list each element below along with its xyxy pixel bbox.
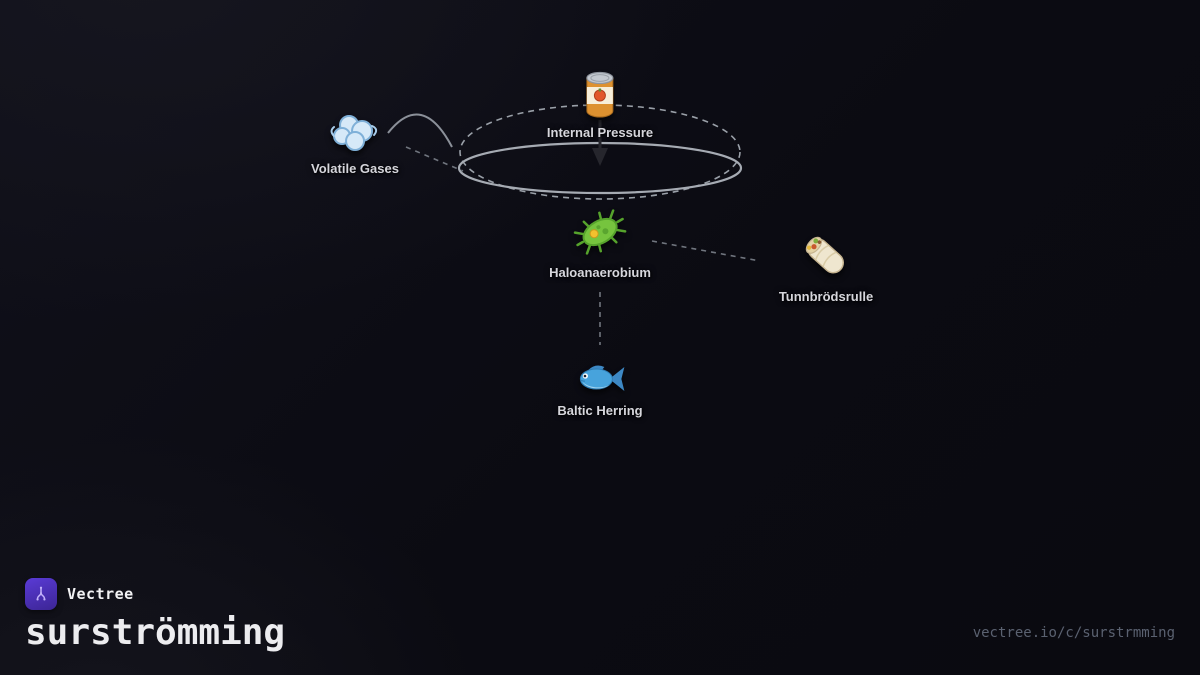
node-label: Haloanaerobium: [549, 265, 651, 280]
node-label: Tunnbrödsrulle: [778, 289, 874, 304]
microbe-wrap-connector: [651, 240, 761, 262]
node-label: Baltic Herring: [557, 403, 643, 418]
canned-food-icon: [579, 70, 621, 120]
wrap-icon: [798, 228, 854, 284]
brand-name: Vectree: [67, 585, 134, 603]
gas-arc-connector: [387, 113, 453, 148]
page-title: surströmming: [25, 612, 286, 653]
node-label: Internal Pressure: [546, 125, 654, 140]
pressure-arrow-head: [592, 148, 608, 166]
microbe-icon: [572, 204, 628, 260]
fish-icon: [574, 360, 626, 398]
node-tunnbrodsrulle[interactable]: Tunnbrödsrulle: [779, 228, 873, 304]
brand-row: Vectree: [25, 578, 134, 610]
node-baltic-herring[interactable]: Baltic Herring: [557, 360, 643, 418]
node-label: Volatile Gases: [311, 161, 399, 176]
node-haloanaerobium[interactable]: Haloanaerobium: [549, 204, 651, 280]
wind-icon: [328, 112, 382, 156]
connectors-layer: [387, 104, 761, 345]
node-internal-pressure[interactable]: Internal Pressure: [547, 70, 653, 140]
node-volatile-gases[interactable]: Volatile Gases: [311, 112, 399, 176]
gas-dashed-connector: [405, 146, 464, 172]
page-url: vectree.io/c/surstrmming: [972, 625, 1175, 641]
orbit-dashed-ellipse: [459, 104, 741, 200]
vectree-logo-icon[interactable]: [25, 578, 57, 610]
